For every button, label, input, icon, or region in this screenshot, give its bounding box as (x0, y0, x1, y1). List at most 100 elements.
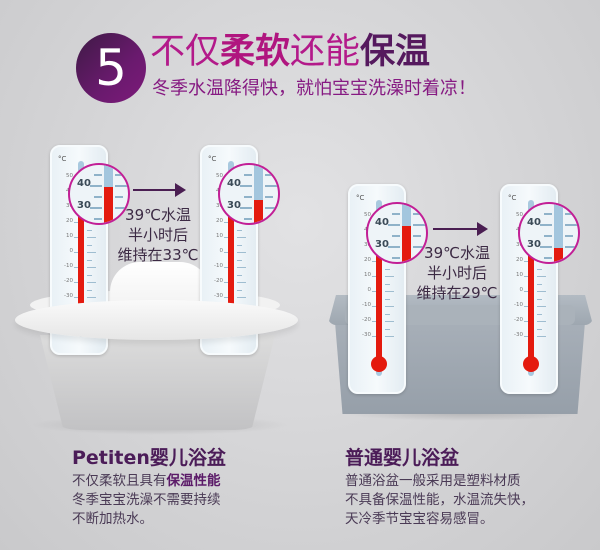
scale-label: 0 (519, 287, 524, 293)
magnified-tick (240, 207, 252, 209)
scale-tick (87, 237, 96, 238)
petiten-desc-line3: 不断加热水。 (72, 511, 153, 527)
magnified-tick (540, 224, 552, 226)
scale-tick (524, 321, 528, 322)
thermometer-bulb-icon (371, 356, 387, 372)
scale-tick (237, 237, 246, 238)
magnified-mercury (402, 226, 411, 262)
ordinary-caption: 39℃水温 半小时后 维持在29℃ (412, 243, 502, 303)
magnified-tick (265, 207, 278, 209)
magnified-tick (115, 196, 123, 198)
arrow-right-icon (433, 222, 488, 236)
scale-tick (385, 283, 390, 285)
scale-tick (224, 297, 228, 298)
scale-tick (237, 282, 246, 283)
scale-label: 10 (364, 272, 371, 278)
scale-label: -30 (214, 293, 223, 299)
magnified-tube (254, 165, 263, 223)
magnified-tick (540, 246, 552, 248)
ordinary-caption-line2: 半小时后 (426, 264, 487, 282)
magnified-scale-label: 40 (375, 217, 389, 228)
scale-tick (385, 298, 390, 300)
ordinary-desc-line3: 天冷季节宝宝容易感冒。 (345, 511, 494, 527)
title-part-4: 保温 (360, 32, 431, 72)
magnified-tick (94, 174, 102, 176)
magnified-tick (265, 196, 273, 198)
magnified-tick (90, 185, 102, 187)
magnified-tick (413, 257, 421, 259)
petiten-desc-line1-b: 保温性能 (166, 473, 221, 489)
scale-tick (87, 267, 96, 268)
petiten-desc-line1-a: 不仅柔软且具有 (72, 473, 167, 489)
ordinary-title: 普通婴儿浴盆 (345, 447, 460, 469)
magnified-tick (565, 224, 578, 226)
magnified-mercury (104, 187, 113, 223)
magnified-tick (565, 246, 578, 248)
mercury-fill (376, 232, 382, 364)
scale-tick (537, 276, 546, 277)
petiten-caption-line2: 半小时后 (127, 226, 188, 244)
petiten-caption-line1: 39℃水温 (125, 206, 191, 224)
scale-label: 50 (364, 212, 371, 218)
scale-tick (537, 298, 542, 300)
scale-label: 20 (66, 218, 73, 224)
scale-tick (74, 282, 78, 283)
scale-tick (74, 252, 78, 253)
magnified-scale-label: 40 (527, 217, 541, 228)
scale-tick (537, 306, 546, 307)
step-number-badge: 5 (76, 33, 146, 103)
magnified-tick (265, 174, 273, 176)
ordinary-caption-line3: 维持在29℃ (416, 284, 498, 302)
scale-label: 0 (69, 248, 74, 254)
scale-label: -10 (514, 302, 523, 308)
scale-tick (237, 289, 242, 291)
scale-tick (372, 276, 376, 277)
scale-tick (372, 336, 376, 337)
scale-tick (537, 291, 546, 292)
petiten-title: Petiten婴儿浴盆 (72, 447, 226, 469)
scale-tick (224, 237, 228, 238)
mercury-fill (528, 247, 534, 364)
scale-tick (74, 267, 78, 268)
petiten-desc-line2: 冬季宝宝洗澡不需要持续 (72, 492, 221, 508)
scale-tick (537, 321, 546, 322)
scale-label: -10 (362, 302, 371, 308)
magnified-scale-label: 40 (77, 178, 91, 189)
scale-tick (385, 328, 390, 330)
scale-tick (74, 297, 78, 298)
scale-tick (372, 261, 376, 262)
magnified-scale-label: 40 (227, 178, 241, 189)
scale-tick (372, 291, 376, 292)
scale-tick (524, 291, 528, 292)
scale-label: 10 (216, 233, 223, 239)
scale-label: 20 (364, 257, 371, 263)
celsius-unit-label: °C (58, 155, 67, 163)
scale-label: -20 (64, 278, 73, 284)
scale-label: 20 (216, 218, 223, 224)
scale-tick (87, 244, 92, 246)
magnified-tick (244, 174, 252, 176)
scale-tick (524, 276, 528, 277)
scale-label: 10 (516, 272, 523, 278)
magnified-tick (565, 235, 573, 237)
title-part-2: 柔软 (220, 32, 291, 72)
magnifier-lens-icon: 40 30 (366, 202, 428, 264)
magnified-tick (388, 224, 400, 226)
scale-tick (537, 328, 542, 330)
scale-tick (372, 306, 376, 307)
scale-tick (537, 336, 546, 337)
magnified-tick (565, 213, 573, 215)
magnified-scale-label: 30 (375, 239, 389, 250)
scale-label: -10 (214, 263, 223, 269)
arrow-right-icon (133, 183, 186, 197)
scale-tick (87, 274, 92, 276)
magnified-tick (240, 185, 252, 187)
magnified-tick (388, 246, 400, 248)
magnified-tick (392, 257, 400, 259)
magnified-tick (94, 218, 102, 220)
mercury-fill (78, 193, 84, 325)
white-tub-rim (15, 300, 298, 340)
scale-label: 0 (367, 287, 372, 293)
scale-tick (524, 306, 528, 307)
